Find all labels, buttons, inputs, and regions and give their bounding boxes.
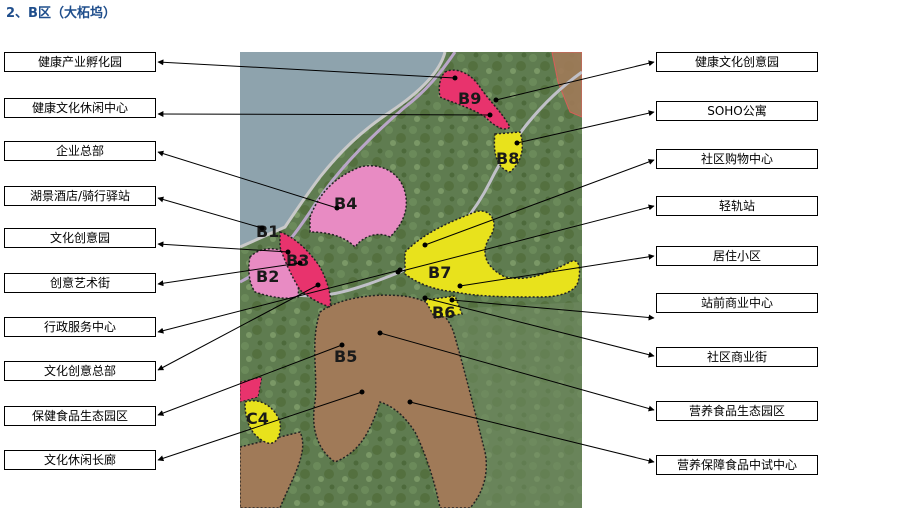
label-culture-leisure-corridor: 文化休闲长廊 [4, 450, 156, 470]
zone-label-b9: B9 [458, 89, 481, 108]
page-title: 2、B区（大柘坞） [6, 6, 116, 21]
zone-label-b6: B6 [432, 303, 455, 322]
label-creative-art-street: 创意艺术街 [4, 273, 156, 293]
zone-label-c4: C4 [246, 409, 269, 428]
zone-label-b7: B7 [428, 263, 451, 282]
label-health-culture-creative-park: 健康文化创意园 [656, 52, 818, 72]
label-nutrition-food-eco-park: 营养食品生态园区 [656, 401, 818, 421]
zone-label-b8: B8 [496, 149, 519, 168]
label-health-culture-leisure-center: 健康文化休闲中心 [4, 98, 156, 118]
label-station-commercial-center: 站前商业中心 [656, 293, 818, 313]
label-enterprise-hq: 企业总部 [4, 141, 156, 161]
zone-label-b4: B4 [334, 194, 357, 213]
zone-label-b5: B5 [334, 347, 357, 366]
label-admin-service-center: 行政服务中心 [4, 317, 156, 337]
label-residential-community: 居住小区 [656, 246, 818, 266]
label-culture-creative-park: 文化创意园 [4, 228, 156, 248]
zone-label-b1: B1 [256, 222, 279, 241]
label-culture-creative-hq: 文化创意总部 [4, 361, 156, 381]
label-health-food-eco-park: 保健食品生态园区 [4, 406, 156, 426]
label-lakeview-hotel: 湖景酒店/骑行驿站 [4, 186, 156, 206]
zone-label-b3: B3 [286, 251, 309, 270]
label-light-rail-station: 轻轨站 [656, 196, 818, 216]
label-health-industry-incubator: 健康产业孵化园 [4, 52, 156, 72]
label-nutrition-food-pilot-center: 营养保障食品中试中心 [656, 455, 818, 475]
label-soho-apartment: SOHO公寓 [656, 101, 818, 121]
label-community-shopping-center: 社区购物中心 [656, 149, 818, 169]
zone-label-b2: B2 [256, 267, 279, 286]
site-map: B9 B8 B4 B1 B3 B2 B7 B6 B5 C4 [240, 52, 582, 508]
label-community-commercial-street: 社区商业街 [656, 347, 818, 367]
